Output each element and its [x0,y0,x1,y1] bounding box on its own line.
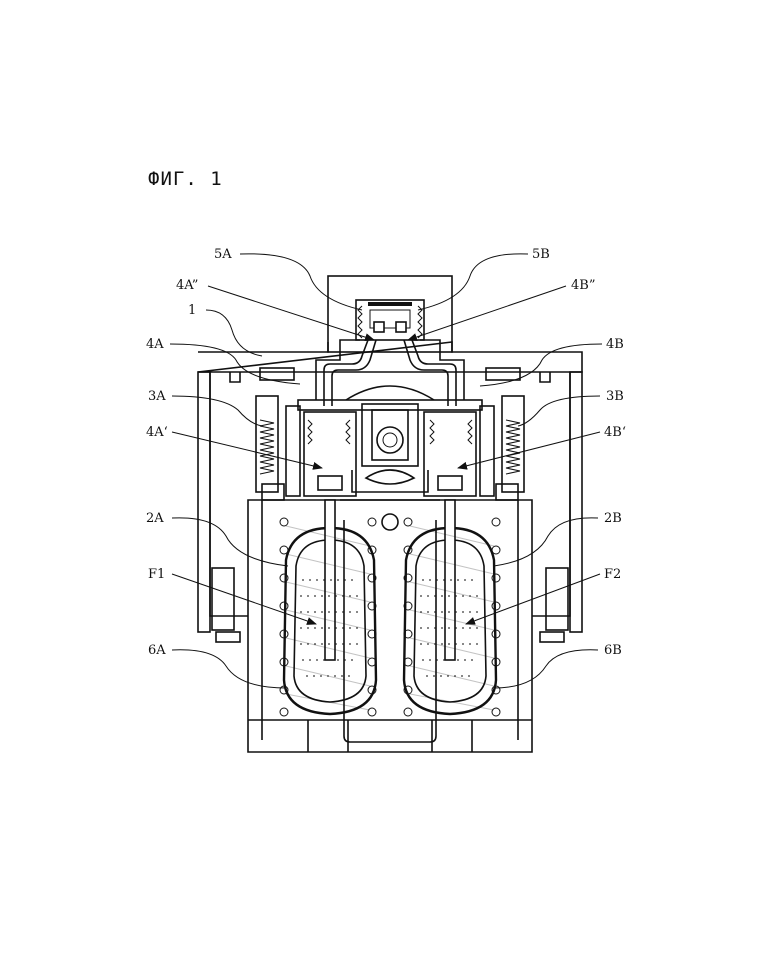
label-F2: F2 [604,567,621,582]
label-6A: 6A [148,643,166,658]
left-valve-stack [256,396,356,500]
label-4A: 4A [146,337,164,352]
label-3B: 3B [606,389,624,404]
label-4B-prime: 4B‘ [604,425,626,440]
coil-springs [280,518,500,716]
central-valve [340,404,440,500]
label-2B: 2B [604,511,622,526]
manifold [298,340,482,410]
label-3A: 3A [148,389,166,404]
label-4A-double-prime: 4A” [176,278,198,293]
lower-housing [212,500,568,752]
label-6B: 6B [604,643,622,658]
label-5B: 5B [532,247,550,262]
label-4A-prime: 4A‘ [146,425,168,440]
label-4B: 4B [606,337,624,352]
label-5A: 5A [214,247,232,262]
label-4B-double-prime: 4B” [571,278,595,293]
label-2A: 2A [146,511,164,526]
right-valve-stack [424,396,524,500]
label-F1: F1 [148,567,165,582]
right-container [404,500,496,714]
label-1: 1 [188,303,196,318]
left-container [284,500,376,714]
arrow-leaders [172,286,600,624]
